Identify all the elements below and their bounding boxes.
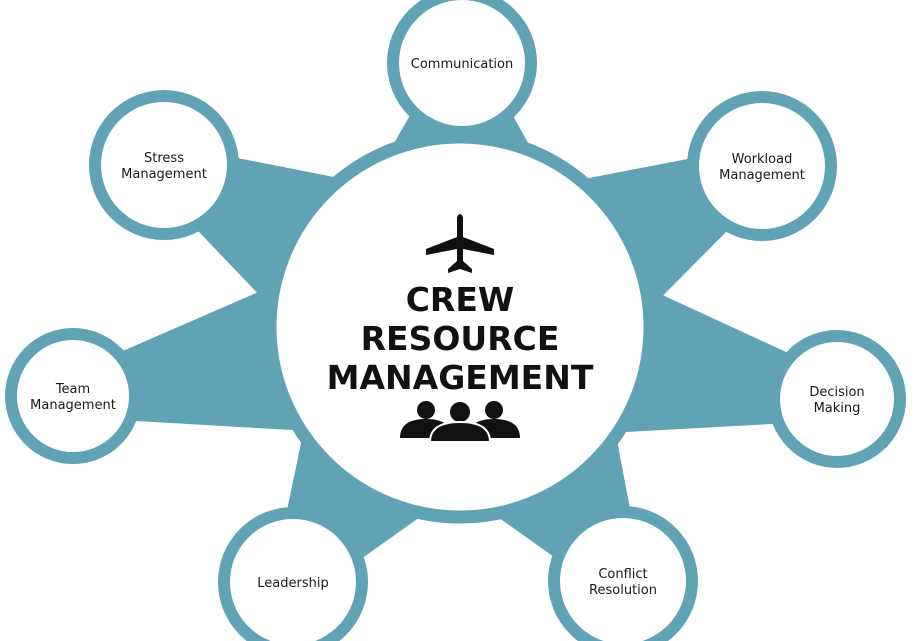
- center-hub: CREW RESOURCE MANAGEMENT: [263, 130, 657, 524]
- node-label: Workload: [732, 152, 793, 167]
- people-group-icon: [400, 400, 520, 443]
- node-label: Management: [30, 398, 116, 413]
- airplane-icon: [426, 214, 494, 273]
- center-title-line-2: RESOURCE: [361, 319, 560, 358]
- node-circle: [387, 0, 537, 138]
- node-circle: [687, 91, 837, 241]
- node-label: Leadership: [257, 576, 328, 591]
- node-circle: [548, 506, 698, 641]
- node-label: Conflict: [598, 567, 647, 582]
- node-label: Management: [121, 167, 207, 182]
- node-circle: [89, 90, 239, 240]
- node-label: Management: [719, 168, 805, 183]
- node-communication: Communication: [387, 0, 537, 138]
- node-label: Stress: [144, 151, 184, 166]
- node-label: Team: [55, 382, 90, 397]
- node-circle: [218, 507, 368, 641]
- node-label: Communication: [411, 57, 513, 72]
- nodes: CommunicationWorkloadManagementDecisionM…: [5, 0, 906, 641]
- node-label: Resolution: [589, 583, 657, 598]
- center-title-line-1: CREW: [406, 280, 515, 319]
- node-circle: [768, 330, 906, 468]
- node-label: Making: [814, 401, 861, 416]
- node-leadership: Leadership: [218, 507, 368, 641]
- node-label: Decision: [809, 385, 864, 400]
- center-title-line-3: MANAGEMENT: [327, 358, 594, 397]
- node-circle: [5, 328, 141, 464]
